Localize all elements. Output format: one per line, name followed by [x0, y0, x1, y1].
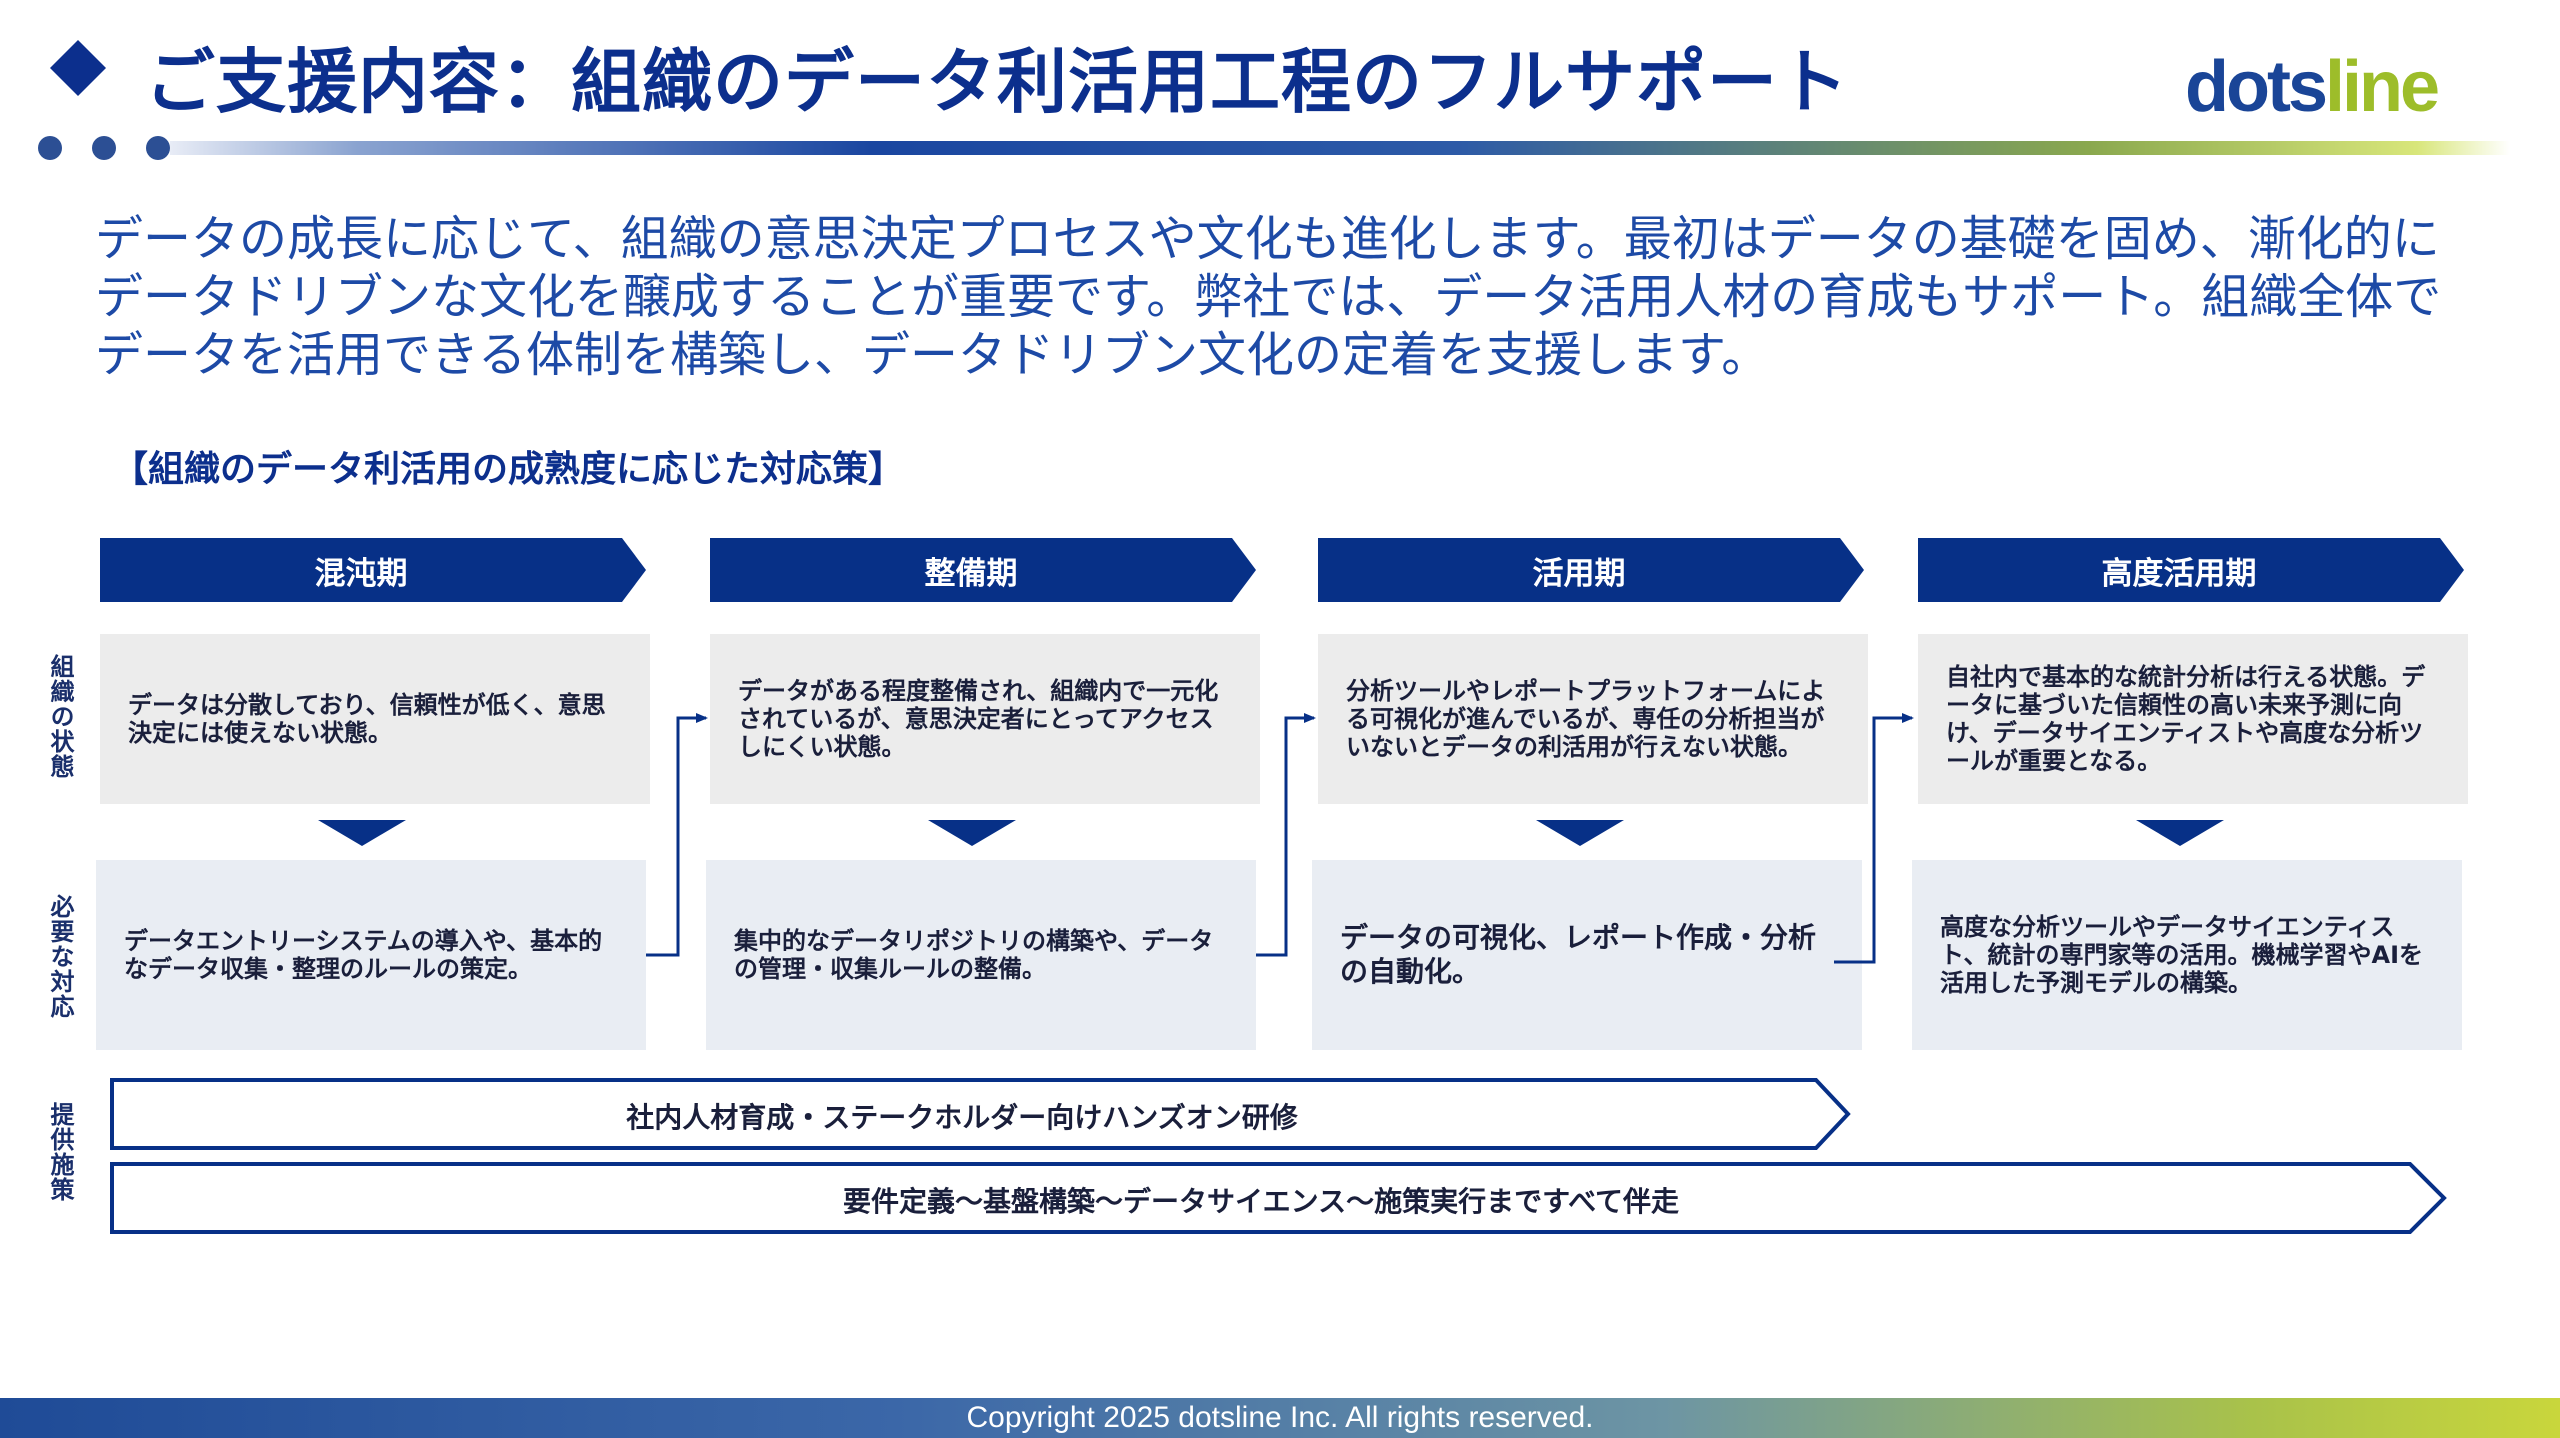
intro-paragraph: データの成長に応じて、組織の意思決定プロセスや文化も進化します。最初はデータの基… — [95, 211, 2442, 383]
state-box-utilization: 分析ツールやレポートプラットフォームによる可視化が進んでいるが、専任の分析担当が… — [1318, 634, 1868, 804]
connector-arrow-3 — [1834, 713, 1914, 964]
action-box-chaos: データエントリーシステムの導入や、基本的なデータ収集・整理のルールの策定。 — [96, 860, 646, 1050]
row-label-measures: 提供施策 — [46, 1102, 74, 1202]
phase-header-advanced: 高度活用期 — [1918, 538, 2464, 602]
measure-label-full-support: 要件定義〜基盤構築〜データサイエンス〜施策実行まですべて伴走 — [842, 1185, 1680, 1218]
state-box-advanced: 自社内で基本的な統計分析は行える状態。データに基づいた信頼性の高い未来予測に向け… — [1918, 634, 2468, 804]
row-label-state: 組織の状態 — [46, 654, 74, 779]
measure-arrow-2 — [110, 1162, 2447, 1234]
measure-arrow-1 — [110, 1078, 1851, 1150]
phase-header-utilization: 活用期 — [1318, 538, 1864, 602]
page-title: ご支援内容：組織のデータ利活用工程のフルサポート — [145, 41, 1849, 123]
section-subheading: 【組織のデータ利活用の成熟度に応じた対応策】 — [112, 449, 905, 490]
footer-copyright: Copyright 2025 dotsline Inc. All rights … — [0, 1398, 2560, 1438]
measure-label-training: 社内人材育成・ステークホルダー向けハンズオン研修 — [626, 1101, 1298, 1134]
state-box-preparation: データがある程度整備され、組織内で一元化されているが、意思決定者にとってアクセス… — [710, 634, 1260, 804]
action-box-preparation: 集中的なデータリポジトリの構築や、データの管理・収集ルールの整備。 — [706, 860, 1256, 1050]
state-box-chaos: データは分散しており、信頼性が低く、意思決定には使えない状態。 — [100, 634, 650, 804]
action-box-utilization: データの可視化、レポート作成・分析の自動化。 — [1312, 860, 1862, 1050]
connector-arrow-2 — [1256, 713, 1316, 957]
company-logo: dotsline — [2185, 47, 2440, 127]
dot-icon — [146, 136, 170, 160]
phase-header-preparation: 整備期 — [710, 538, 1256, 602]
dot-icon — [38, 136, 62, 160]
header-divider — [170, 141, 2510, 155]
connector-arrow-1 — [646, 713, 708, 957]
phase-header-chaos: 混沌期 — [100, 538, 646, 602]
title-diamond-icon — [50, 40, 106, 96]
action-box-advanced: 高度な分析ツールやデータサイエンティスト、統計の専門家等の活用。機械学習やAIを… — [1912, 860, 2462, 1050]
row-label-action: 必要な対応 — [46, 894, 74, 1019]
dot-icon — [92, 136, 116, 160]
